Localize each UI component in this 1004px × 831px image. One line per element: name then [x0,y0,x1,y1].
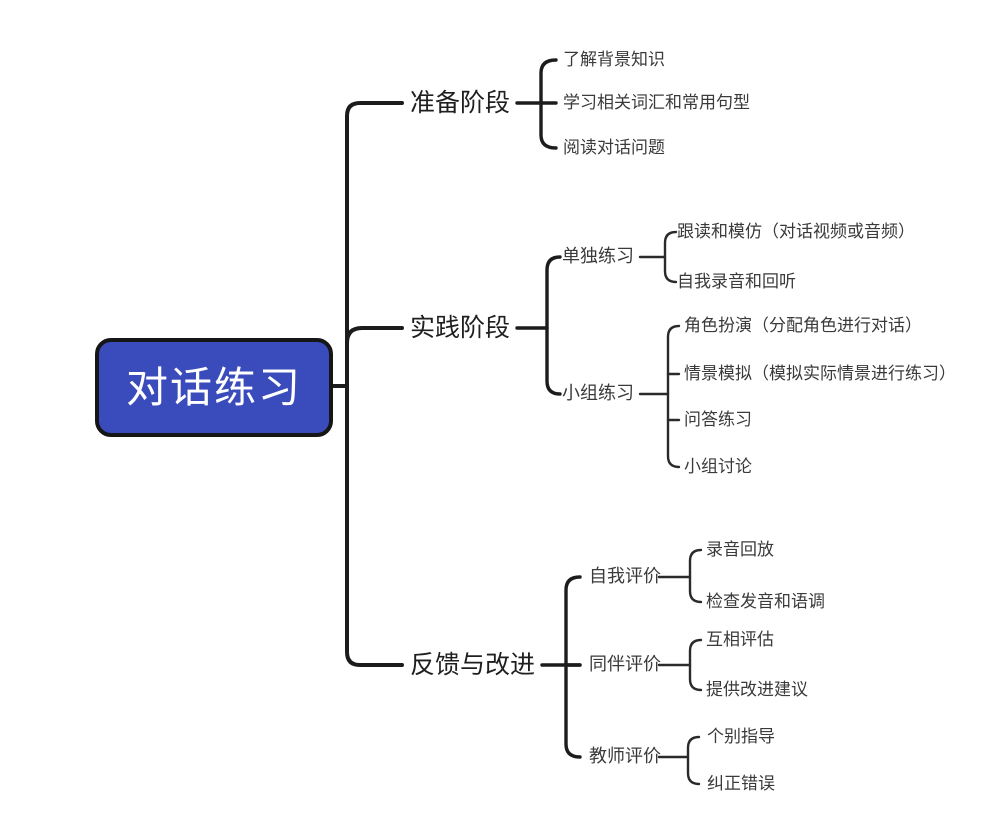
node-preparation-stage[interactable]: 准备阶段 [410,89,511,117]
node-error-correction[interactable]: 纠正错误 [707,773,775,793]
node-recording-playback[interactable]: 录音回放 [706,539,774,559]
level3-connectors [638,230,703,786]
node-check-pronunciation-intonation[interactable]: 检查发音和语调 [706,591,825,611]
node-individual-guidance[interactable]: 个别指导 [707,726,775,746]
node-read-dialogue-questions[interactable]: 阅读对话问题 [563,137,665,157]
node-scenario-simulation[interactable]: 情景模拟（模拟实际情景进行练习） [684,363,956,383]
root-node-label: 对话练习 [125,363,302,411]
node-shadowing-imitation[interactable]: 跟读和模仿（对话视频或音频） [677,221,915,241]
node-background-knowledge[interactable]: 了解背景知识 [563,49,665,69]
level2-connectors [515,58,582,759]
node-qa-practice[interactable]: 问答练习 [684,409,752,429]
node-peer-evaluation[interactable]: 同伴评价 [589,654,661,675]
node-role-play[interactable]: 角色扮演（分配角色进行对话） [684,315,922,335]
node-teacher-evaluation[interactable]: 教师评价 [589,746,661,767]
node-self-evaluation[interactable]: 自我评价 [589,566,661,587]
node-practice-stage[interactable]: 实践阶段 [410,314,511,342]
node-group-practice[interactable]: 小组练习 [562,383,634,404]
node-mutual-assessment[interactable]: 互相评估 [706,629,774,649]
node-improvement-suggestions[interactable]: 提供改进建议 [706,679,808,699]
node-group-discussion[interactable]: 小组讨论 [684,456,752,476]
node-feedback-improvement[interactable]: 反馈与改进 [410,651,536,679]
node-vocabulary-and-patterns[interactable]: 学习相关词汇和常用句型 [563,92,750,112]
node-self-recording-listening[interactable]: 自我录音和回听 [677,271,796,291]
trunk-connectors [331,101,404,667]
node-individual-practice[interactable]: 单独练习 [562,246,634,267]
root-node-dialogue-practice[interactable]: 对话练习 [95,338,333,437]
